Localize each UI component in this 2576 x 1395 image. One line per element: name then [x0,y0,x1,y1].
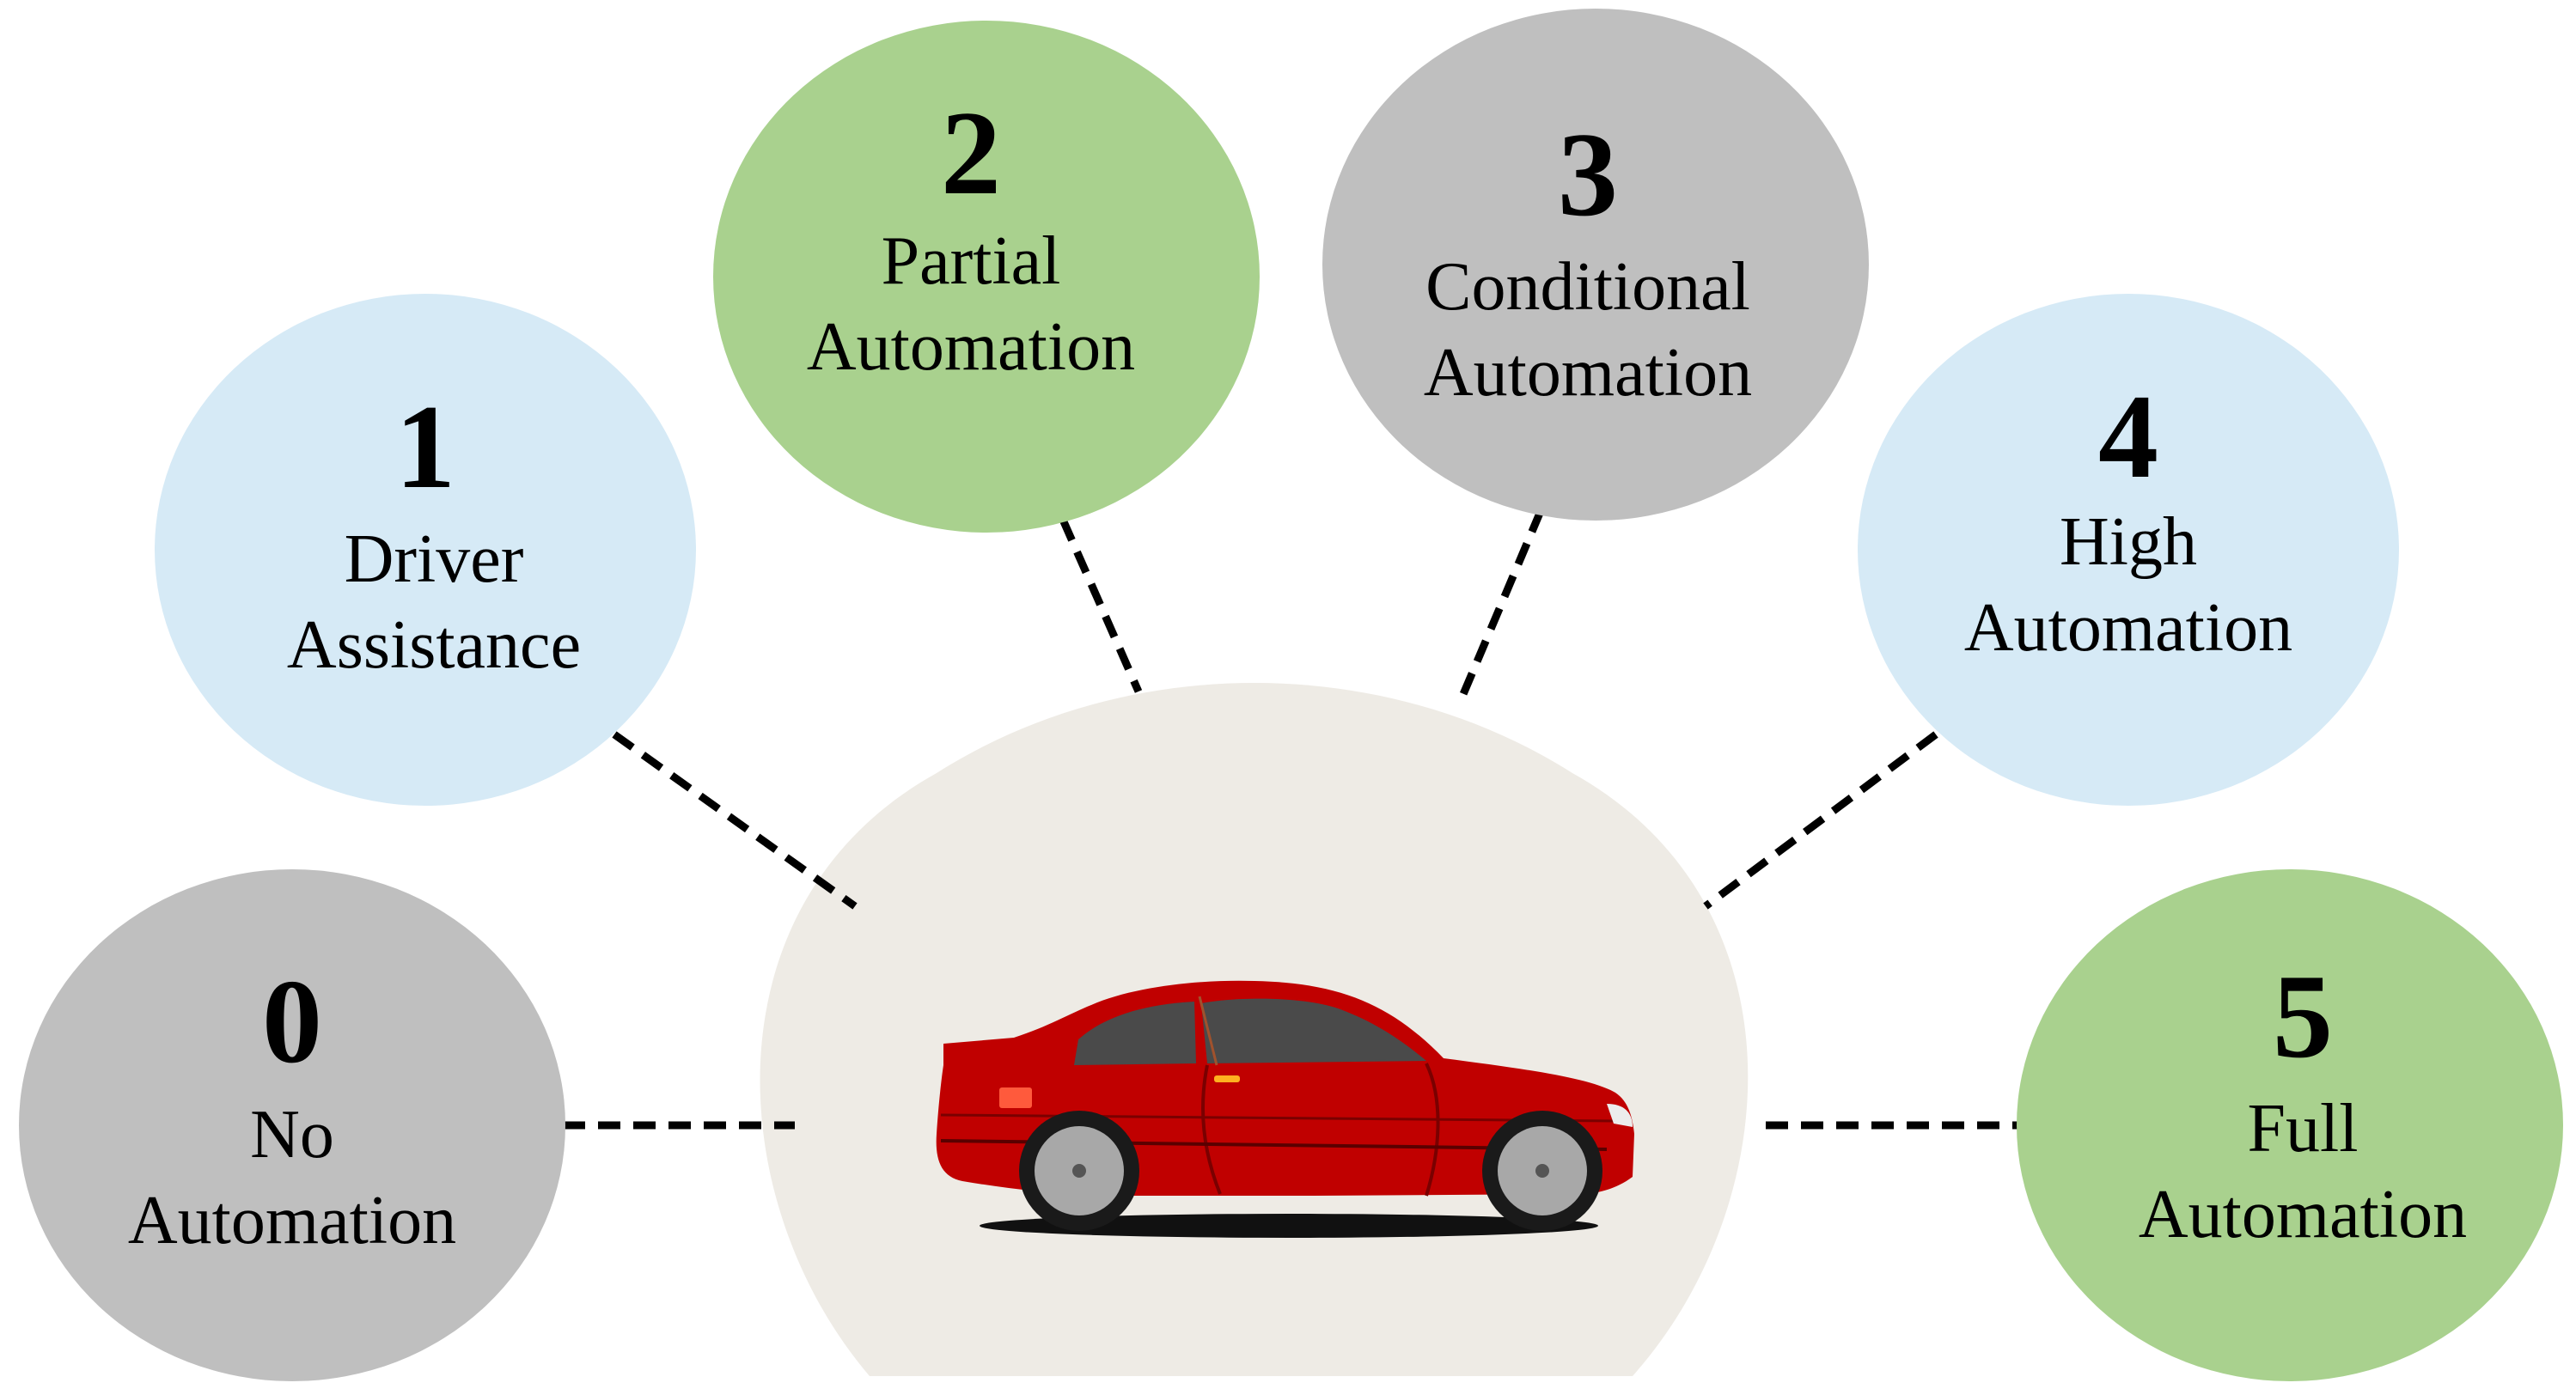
connector-level-1 [612,731,858,910]
level-5-label-line1: Full [2248,1091,2359,1167]
connectors [563,509,2024,1130]
car-shadow [980,1214,1598,1238]
level-2-label-line2: Automation [807,309,1135,385]
level-4-bubble: 4 High Automation [1858,294,2399,806]
level-2-number: 2 [941,87,1001,220]
car-door-line [1425,1063,1440,1197]
car-side-crease [940,1113,1616,1123]
level-1-label-line1: Driver [345,521,524,597]
level-1-bubble: 1 Driver Assistance [155,294,696,806]
level-5-circle [2017,869,2563,1381]
level-1-number: 1 [395,381,455,514]
car-window-pillar [1198,996,1218,1066]
level-5-label-line2: Automation [2139,1177,2467,1252]
level-0-number: 0 [262,955,322,1088]
connector-level-4 [1703,731,1938,910]
level-5-bubble: 5 Full Automation [2017,869,2563,1381]
level-4-label-line1: High [2060,504,2197,580]
car-tail-light [999,1087,1032,1108]
car-window-front [1201,998,1426,1063]
level-3-circle [1322,9,1869,521]
car-window-rear [1074,1002,1196,1065]
level-4-number: 4 [2098,370,2158,503]
car-door-handle [1214,1075,1240,1082]
level-0-label-line2: Automation [128,1183,456,1258]
level-3-label-line1: Conditional [1425,249,1750,325]
level-0-circle [19,869,565,1381]
level-4-label-line2: Automation [1964,590,2292,666]
level-2-label-line1: Partial [882,223,1061,299]
car-door-line-rear [1201,1064,1222,1195]
level-4-circle [1858,294,2399,806]
level-3-number: 3 [1558,108,1618,241]
level-2-bubble: 2 Partial Automation [713,21,1260,533]
level-1-circle [155,294,696,806]
level-2-circle [713,21,1260,533]
car-icon [936,980,1634,1238]
level-0-label-line1: No [250,1097,334,1173]
level-0-bubble: 0 No Automation [19,869,565,1381]
car-rear-wheel [1019,1111,1139,1231]
level-3-label-line2: Automation [1424,335,1752,411]
level-5-number: 5 [2273,950,2333,1083]
connector-level-3 [1455,509,1545,706]
car-front-wheel [1482,1111,1602,1231]
level-3-bubble: 3 Conditional Automation [1322,9,1869,521]
car-head-light [1607,1104,1633,1127]
connector-level-2 [1059,518,1143,693]
level-1-label-line2: Assistance [287,607,581,683]
